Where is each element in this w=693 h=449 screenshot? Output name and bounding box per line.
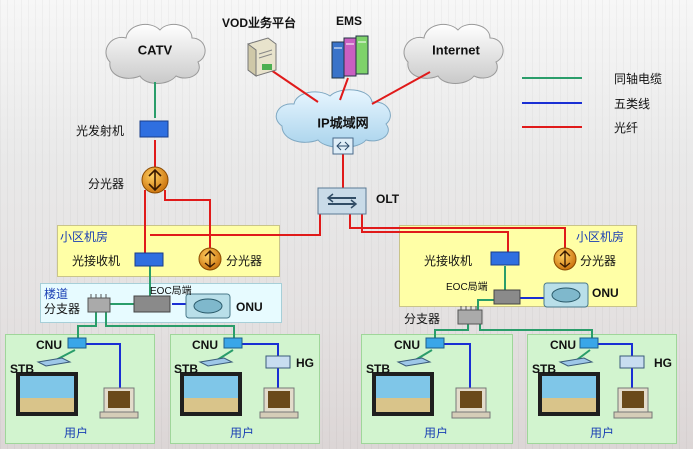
ems-server-icon xyxy=(331,35,369,79)
onu-left-icon xyxy=(185,293,231,319)
metro-cloud-label: IP城域网 xyxy=(317,115,369,131)
hg-2-icon xyxy=(265,355,291,369)
tap-right-label: 分支器 xyxy=(404,312,441,326)
ems-label: EMS xyxy=(336,14,363,28)
stb-4-label: STB xyxy=(532,362,556,376)
stb-1-label: STB xyxy=(10,362,34,376)
internet-cloud xyxy=(403,23,504,84)
stb-3-icon xyxy=(396,357,432,367)
zone-left-room xyxy=(57,225,280,277)
eoc-left-label: EOC局端 xyxy=(150,286,192,297)
tap-left-label: 分支器 xyxy=(44,302,81,316)
user-2-label: 用户 xyxy=(230,426,255,440)
vod-server-icon xyxy=(247,37,277,77)
user-1-label: 用户 xyxy=(64,426,89,440)
splitter-left-icon xyxy=(198,247,222,271)
cnu-3-icon xyxy=(425,337,445,349)
tv-4-icon xyxy=(538,372,600,416)
eoc-head-right-icon xyxy=(493,289,521,305)
eoc-right-label: EOC局端 xyxy=(446,282,488,293)
pc-2-icon xyxy=(259,387,299,419)
metro-cloud xyxy=(275,89,391,148)
internet-cloud-label: Internet xyxy=(432,42,480,58)
cnu-2-label: CNU xyxy=(192,338,218,352)
hg-4-label: HG xyxy=(654,356,672,370)
pc-3-icon xyxy=(451,387,491,419)
fiber-links xyxy=(144,67,566,255)
receiver-left-label: 光接收机 xyxy=(72,254,121,268)
splitter-left-label: 分光器 xyxy=(226,254,263,268)
stb-2-icon xyxy=(198,357,234,367)
stb-3-label: STB xyxy=(366,362,390,376)
receiver-right-icon xyxy=(490,251,520,266)
tv-3-icon xyxy=(372,372,434,416)
zone-left-building xyxy=(40,283,282,323)
onu-left-label: ONU xyxy=(236,300,263,314)
user-3-label: 用户 xyxy=(424,426,449,440)
pc-1-icon xyxy=(99,387,139,419)
splitter-top-icon xyxy=(141,166,169,194)
tv-1-icon xyxy=(16,372,78,416)
splitter-right-label: 分光器 xyxy=(580,254,617,268)
optical-transmitter-label: 光发射机 xyxy=(76,124,125,138)
router-icon xyxy=(332,137,354,155)
cnu-1-label: CNU xyxy=(36,338,62,352)
legend-label: 同轴电缆 xyxy=(614,72,663,86)
vod-label: VOD业务平台 xyxy=(222,16,297,30)
tap-left-icon xyxy=(87,294,111,313)
cnu-3-label: CNU xyxy=(394,338,420,352)
user-4-label: 用户 xyxy=(590,426,615,440)
receiver-right-label: 光接收机 xyxy=(424,254,473,268)
hg-2-label: HG xyxy=(296,356,314,370)
hg-4-icon xyxy=(619,355,645,369)
tap-right-icon xyxy=(457,306,483,325)
cat5-links xyxy=(86,297,633,392)
olt-label: OLT xyxy=(376,192,400,206)
optical-transmitter-icon xyxy=(139,120,169,138)
legend-label: 五类线 xyxy=(614,97,651,111)
tv-2-icon xyxy=(180,372,242,416)
cnu-4-icon xyxy=(579,337,599,349)
zone-right-room xyxy=(399,225,637,307)
catv-cloud-label: CATV xyxy=(137,42,173,58)
building-label: 楼道 xyxy=(44,287,69,301)
catv-cloud xyxy=(105,23,206,84)
stb-4-icon xyxy=(558,357,594,367)
onu-right-icon xyxy=(543,282,589,308)
cnu-2-icon xyxy=(223,337,243,349)
cnu-1-icon xyxy=(67,337,87,349)
splitter-top-label: 分光器 xyxy=(88,177,125,191)
splitter-right-icon xyxy=(553,247,577,271)
olt-icon xyxy=(317,187,367,215)
zone-right-room-title: 小区机房 xyxy=(576,230,625,244)
zone-left-room-title: 小区机房 xyxy=(60,230,109,244)
receiver-left-icon xyxy=(134,252,164,267)
stb-2-label: STB xyxy=(174,362,198,376)
legend-label: 光纤 xyxy=(614,121,639,135)
stb-1-icon xyxy=(36,357,72,367)
coax-links xyxy=(51,82,593,363)
onu-right-label: ONU xyxy=(592,286,619,300)
pc-4-icon xyxy=(613,387,653,419)
cnu-4-label: CNU xyxy=(550,338,576,352)
eoc-head-left-icon xyxy=(133,295,171,313)
